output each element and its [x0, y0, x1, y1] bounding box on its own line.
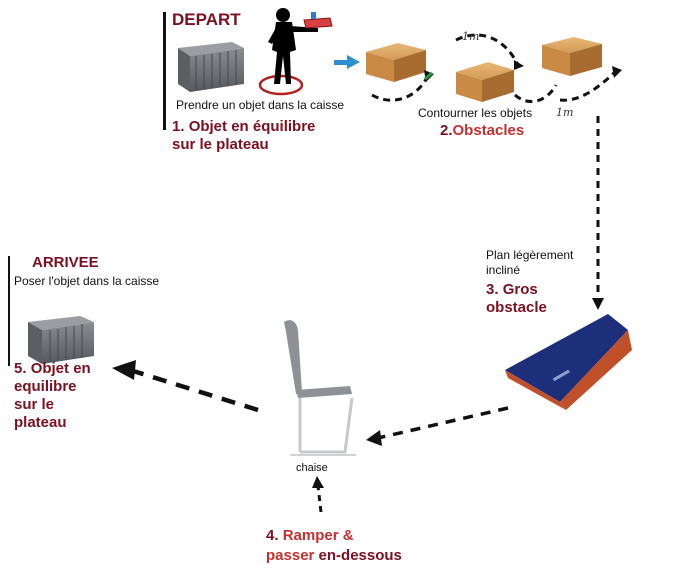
- finish-step-label: 5. Objet en equilibre sur le plateau: [14, 360, 91, 432]
- chair-icon: [284, 320, 356, 456]
- finish-divider: [8, 256, 10, 366]
- distance-label-2: 1m: [556, 106, 574, 119]
- arrow-to-finish: [112, 360, 259, 413]
- arrow-from-step4: [312, 476, 324, 513]
- blue-arrow-icon: [334, 55, 360, 69]
- start-step-number: 1.: [172, 118, 185, 135]
- step2-label: 2.Obstacles: [440, 122, 524, 139]
- step4-part1: Ramper &: [282, 527, 354, 544]
- step3-line2: obstacle: [486, 299, 547, 316]
- step2-number: 2.: [440, 122, 453, 139]
- distance-label-1: 1m: [462, 30, 480, 43]
- step4-part3: en-dessous: [318, 547, 402, 564]
- inclined-mat-icon: [505, 314, 632, 410]
- start-crate-icon: [178, 42, 244, 92]
- step3-instruction: Plan légèrement incliné: [486, 248, 573, 278]
- finish-step-number: 5.: [14, 360, 27, 377]
- arrow-to-mat: [592, 116, 604, 310]
- cardboard-box-3-icon: [542, 37, 602, 76]
- step3-number: 3.: [486, 281, 499, 298]
- finish-crate-icon: [28, 316, 94, 364]
- finish-line1: Objet en: [30, 360, 91, 377]
- slalom-path-arrows: [371, 33, 617, 103]
- step4-number: 4.: [266, 527, 279, 544]
- finish-line4: plateau: [14, 414, 67, 431]
- start-step-line2: sur le plateau: [172, 136, 269, 153]
- finish-line3: sur le: [14, 396, 55, 413]
- finish-instruction: Poser l'objet dans la caisse: [14, 274, 160, 288]
- step3-line1: Gros: [502, 281, 538, 298]
- finish-line2: equilibre: [14, 378, 77, 395]
- step4-label: 4. Ramper & passer en-dessous: [266, 526, 402, 566]
- green-arrow-icon: [424, 71, 433, 81]
- arrow-to-chair: [366, 406, 509, 446]
- chair-label: chaise: [296, 462, 328, 474]
- start-divider: [163, 12, 166, 130]
- start-step-label: 1. Objet en équilibre sur le plateau: [172, 118, 315, 154]
- finish-title: ARRIVEE: [32, 254, 99, 271]
- person-silhouette-icon: [258, 8, 333, 96]
- step3-label: 3. Gros obstacle: [486, 281, 547, 317]
- start-title: DEPART: [172, 10, 241, 29]
- start-step-line1: Objet en équilibre: [188, 118, 316, 135]
- step2-instruction: Contourner les objets: [418, 106, 533, 120]
- step3-instruction-line2: incliné: [486, 263, 521, 277]
- step2-text: Obstacles: [452, 122, 525, 139]
- cardboard-box-2-icon: [456, 62, 514, 102]
- start-instruction: Prendre un objet dans la caisse: [176, 98, 345, 112]
- step4-part2: passer: [266, 547, 315, 564]
- cardboard-box-1-icon: [366, 43, 426, 82]
- step3-instruction-line1: Plan légèrement: [486, 248, 574, 262]
